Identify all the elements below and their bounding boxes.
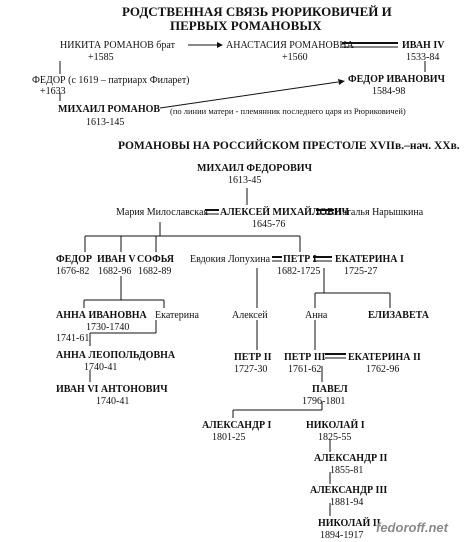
sofia-name: СОФЬЯ <box>137 254 175 265</box>
nikolai2-dates: 1894-1917 <box>320 530 364 541</box>
anna-petrovna: Анна <box>305 310 328 321</box>
fedor-ivanovich-dates: 1584-98 <box>372 86 406 97</box>
natalia-naryshkina: Наталья Нарышкина <box>335 207 424 218</box>
ekaterina1-dates: 1725-27 <box>344 266 378 277</box>
aleksandr2-dates: 1855-81 <box>330 465 364 476</box>
anastasia-dates: +1560 <box>282 52 308 63</box>
pavel-name: ПАВЕЛ <box>312 384 348 395</box>
maternal-line-note: (по линии матери - племянник последнего … <box>170 106 406 116</box>
years-1741-61: 1741-61 <box>56 333 90 344</box>
nikita-dates: +1585 <box>88 52 114 63</box>
ekaterina1-name: ЕКАТЕРИНА I <box>335 254 404 265</box>
ivan6-name: ИВАН VI АНТОНОВИЧ <box>56 384 168 395</box>
nikolai1-name: НИКОЛАЙ I <box>306 420 365 431</box>
aleksei-son: Алексей <box>232 310 268 321</box>
fedor3-dates: 1676-82 <box>56 266 90 277</box>
ivan6-dates: 1740-41 <box>96 396 130 407</box>
nikita-name: НИКИТА РОМАНОВ брат <box>60 40 175 51</box>
nikolai1-dates: 1825-55 <box>318 432 352 443</box>
sofia-dates: 1682-89 <box>138 266 172 277</box>
anna-ivanovna-name: АННА ИВАНОВНА <box>56 310 147 321</box>
fedor-filaret-dates: +1633 <box>40 86 66 97</box>
petr2-name: ПЕТР II <box>234 352 272 363</box>
ekaterina-ivanovna: Екатерина <box>155 310 199 321</box>
petr2-dates: 1727-30 <box>234 364 268 375</box>
anna-leopoldovna-name: АННА ЛЕОПОЛЬДОВНА <box>56 350 176 361</box>
anastasia-name: АНАСТАСИЯ РОМАНОВНА <box>226 40 354 51</box>
pavel-dates: 1796-1801 <box>302 396 346 407</box>
ivan5-name: ИВАН V <box>97 254 136 265</box>
arrow-mikhail-fedor-ivanovich <box>159 81 339 109</box>
anna-leopoldovna-dates: 1740-41 <box>84 362 118 373</box>
nikolai2-name: НИКОЛАЙ II <box>318 518 381 529</box>
aleksandr3-name: АЛЕКСАНДР III <box>310 485 388 496</box>
anna-ivanovna-dates: 1730-1740 <box>86 322 130 333</box>
fedor-filaret-name: ФЕДОР (с 1619 – патриарх Филарет) <box>32 75 190 86</box>
aleksandr1-dates: 1801-25 <box>212 432 246 443</box>
maria-miloslavskaya: Мария Милославская <box>116 207 208 218</box>
mikhail-dates: 1613-145 <box>86 117 125 128</box>
petr1-dates: 1682-1725 <box>277 266 321 277</box>
ekaterina2-dates: 1762-96 <box>366 364 400 375</box>
evdokia-lopukhina: Евдокия Лопухина <box>190 254 271 265</box>
ivan5-dates: 1682-96 <box>98 266 132 277</box>
ivan4-dates: 1533-84 <box>406 52 440 63</box>
ivan4-name: ИВАН IV <box>402 40 445 51</box>
fedor3-name: ФЕДОР <box>56 254 93 265</box>
fedor-ivanovich-name: ФЕДОР ИВАНОВИЧ <box>348 74 445 85</box>
section2-title: РОМАНОВЫ НА РОССИЙСКОМ ПРЕСТОЛЕ XVIIв.–н… <box>118 140 460 152</box>
section1-title-line2: ПЕРВЫХ РОМАНОВЫХ <box>170 18 322 33</box>
aleksandr2-name: АЛЕКСАНДР II <box>314 453 388 464</box>
watermark: fedoroff.net <box>376 520 448 535</box>
petr3-name: ПЕТР III <box>284 352 326 363</box>
aleksei-name: АЛЕКСЕЙ МИХАЙЛОВИЧ <box>220 207 349 218</box>
petr3-dates: 1761-62 <box>288 364 322 375</box>
petr1-name: ПЕТР I <box>283 254 317 265</box>
elizaveta-name: ЕЛИЗАВЕТА <box>368 310 430 321</box>
ekaterina2-name: ЕКАТЕРИНА II <box>348 352 421 363</box>
aleksandr1-name: АЛЕКСАНДР I <box>202 420 272 431</box>
mikhail-name: МИХАИЛ РОМАНОВ <box>58 104 161 115</box>
mikhail-f-name: МИХАИЛ ФЕДОРОВИЧ <box>197 163 312 174</box>
mikhail-f-dates: 1613-45 <box>228 175 262 186</box>
section1-title-line1: РОДСТВЕННАЯ СВЯЗЬ РЮРИКОВИЧЕЙ И <box>122 4 392 19</box>
aleksandr3-dates: 1881-94 <box>330 497 364 508</box>
aleksei-dates: 1645-76 <box>252 219 286 230</box>
